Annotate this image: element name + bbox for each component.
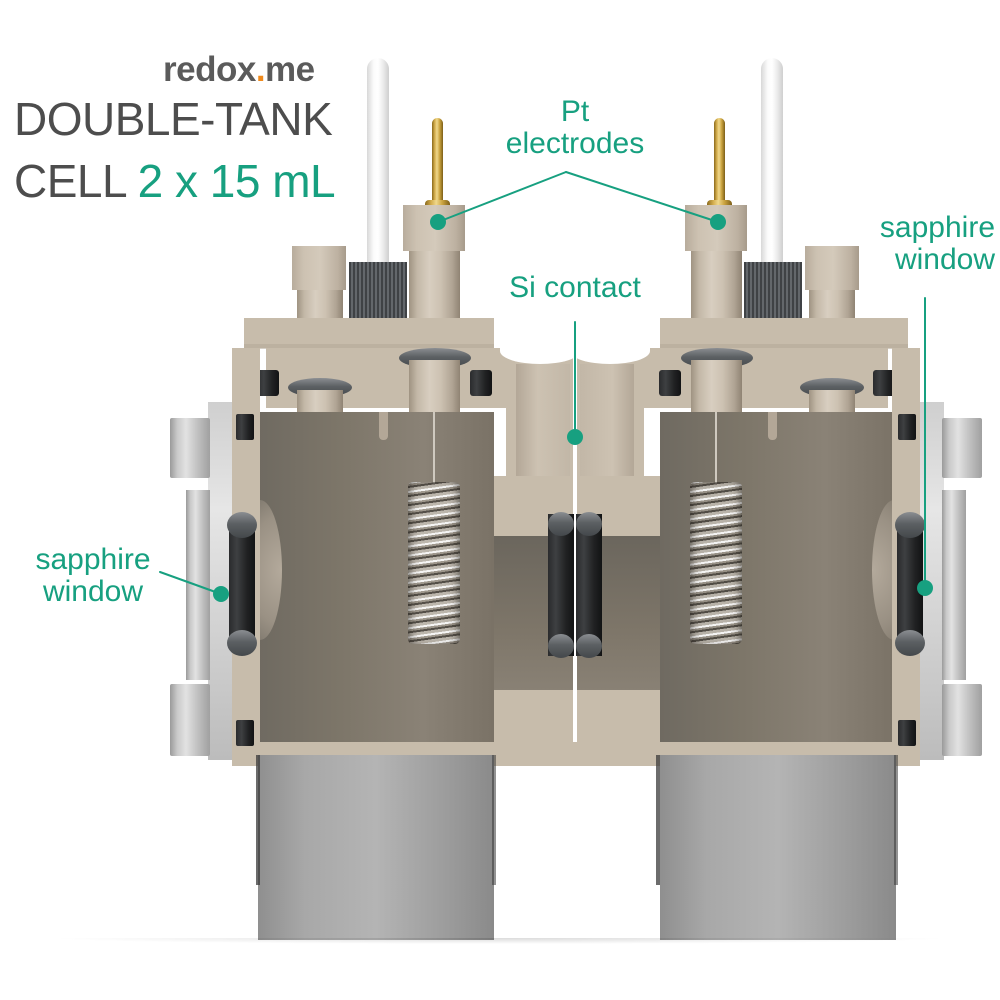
heading-line2-accent: 2 x 15 mL — [137, 155, 336, 207]
right-window-oring-bottom — [895, 630, 925, 656]
pt-electrode-pin-left — [432, 118, 443, 210]
base-leg-left — [258, 755, 494, 940]
brand-name-part2: me — [265, 50, 315, 89]
leader-line-sapph-left — [159, 571, 222, 595]
left-sapphire-window — [229, 522, 255, 644]
si-contact-foot — [494, 690, 660, 742]
leader-dot-sapph-right — [917, 580, 933, 596]
ptfe-tube-right — [761, 58, 783, 288]
right-window-oring-top — [895, 512, 925, 538]
right-flange-tab-bottom — [942, 684, 982, 756]
left-window-plate — [208, 402, 232, 760]
si-contact-recess-left — [516, 364, 570, 476]
knurled-nut-left — [349, 262, 407, 324]
pt-electrode-pin-right — [714, 118, 725, 210]
right-flange-tab-mid — [942, 490, 966, 680]
right-flange-tab-top — [942, 418, 982, 478]
side-port-cap-right — [805, 246, 859, 290]
center-oring-bottom-right — [576, 634, 602, 658]
leader-dot-si — [567, 429, 583, 445]
pt-coil-wire-right — [715, 412, 717, 484]
leader-dot-pt-right — [710, 214, 726, 230]
callout-sapphire-window-right: sapphire window — [879, 211, 995, 277]
si-contact-recess-right — [580, 364, 634, 476]
left-lower-seal — [236, 720, 254, 746]
side-port-cap-left — [292, 246, 346, 290]
center-oring-bottom-left — [548, 634, 574, 658]
flange-seal-mid-left — [470, 370, 492, 396]
leader-line-pt-left — [437, 171, 567, 223]
leader-dot-sapph-left — [213, 586, 229, 602]
flange-nub-left — [379, 412, 388, 440]
brand-name-part1: redox — [163, 50, 256, 89]
ptfe-tube-left — [367, 58, 389, 288]
flange-seal-right — [873, 370, 895, 396]
center-split-line — [573, 348, 577, 868]
heading-line-1: DOUBLE-TANK — [14, 93, 333, 145]
flange-seal-mid-right — [659, 370, 681, 396]
center-oring-top-left — [548, 512, 574, 536]
callout-pt-electrodes: Pt electrodes — [505, 95, 645, 161]
center-seal-column-right — [576, 514, 602, 656]
pt-coil-spring-left — [408, 482, 460, 644]
right-sapphire-window — [897, 522, 923, 644]
heading-line-2: CELL 2 x 15 mL — [14, 155, 336, 207]
left-window-oring-bottom — [227, 630, 257, 656]
si-contact-scoop-left — [500, 338, 580, 364]
pt-coil-wire-left — [433, 412, 435, 484]
base-leg-right — [660, 755, 896, 940]
sideport-stem-right — [809, 390, 855, 414]
left-window-oring-top — [227, 512, 257, 538]
left-upper-seal — [236, 414, 254, 440]
si-contact-scoop-right — [570, 338, 650, 364]
heading-line2-prefix: CELL — [14, 155, 138, 207]
callout-si-contact: Si contact — [509, 271, 641, 304]
center-seal-column-left — [548, 514, 574, 656]
flange-seal-left — [257, 370, 279, 396]
base-leg-right-inner-edge — [894, 755, 898, 885]
ground-shadow — [60, 938, 940, 944]
electrode-stem-right — [691, 360, 742, 412]
brand-logo: redox.me — [163, 52, 315, 87]
right-lower-seal — [898, 720, 916, 746]
left-flange-tab-top — [170, 418, 210, 478]
right-upper-seal — [898, 414, 916, 440]
flange-nub-right — [768, 412, 777, 440]
left-flange-tab-bottom — [170, 684, 210, 756]
leader-dot-pt-left — [430, 214, 446, 230]
base-leg-left-inner-edge — [492, 755, 496, 885]
base-leg-right-edge — [656, 755, 660, 885]
electrode-stem-left — [409, 360, 460, 412]
base-leg-left-edge — [256, 755, 260, 885]
pt-coil-spring-right — [690, 482, 742, 644]
callout-sapphire-window-left: sapphire window — [35, 543, 151, 609]
brand-dot: . — [255, 50, 266, 89]
sideport-stem-left — [297, 390, 343, 414]
knurled-nut-right — [744, 262, 802, 324]
leader-line-pt-right — [565, 171, 719, 223]
center-oring-top-right — [576, 512, 602, 536]
